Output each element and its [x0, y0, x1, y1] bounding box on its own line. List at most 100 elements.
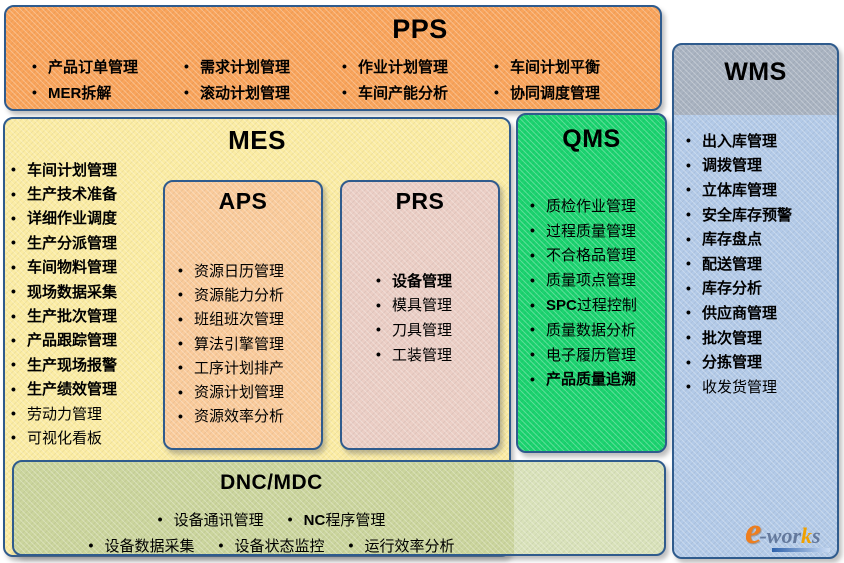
list-item: •过程质量管理 [530, 222, 637, 240]
list-item: •车间计划管理 [11, 161, 118, 179]
list-item: •资源效率分析 [178, 407, 285, 426]
list-item: •SPC过程控制 [530, 296, 637, 315]
list-item: •资源日历管理 [178, 262, 285, 280]
prs-item-list: •设备管理•模具管理•刀具管理•工装管理 [376, 268, 452, 366]
list-item: •运行效率分析 [348, 537, 455, 555]
list-item: •资源计划管理 [178, 383, 285, 402]
bullet-icon: • [686, 329, 691, 346]
list-item: •刀具管理 [376, 321, 453, 339]
bullet-icon: • [686, 181, 691, 198]
bullet-icon: • [530, 222, 535, 239]
bullet-icon: • [11, 258, 16, 275]
qms-title: QMS [562, 125, 621, 153]
mes-item-list: •车间计划管理•生产技术准备•详细作业调度•生产分派管理•车间物料管理•现场数据… [11, 157, 117, 450]
bullet-icon: • [376, 346, 381, 363]
bullet-icon: • [178, 286, 183, 303]
bullet-icon: • [494, 84, 499, 100]
list-item: •配送管理 [686, 255, 763, 273]
mes-title: MES [228, 125, 286, 155]
list-item: •生产绩效管理 [11, 380, 118, 399]
bullet-icon: • [178, 262, 183, 279]
list-item: •收发货管理 [686, 378, 778, 396]
bullet-icon: • [686, 353, 691, 370]
list-item: •NC程序管理 [287, 511, 386, 529]
list-item: •质量项点管理 [530, 271, 637, 290]
dnc-mdc-panel: DNC/MDC •设备通讯管理 •NC程序管理 •设备数据采集•设备状态监控•运行… [12, 460, 666, 556]
bullet-icon: • [11, 209, 16, 226]
bullet-icon: • [287, 511, 293, 527]
bullet-icon: • [686, 255, 691, 272]
list-item: •不合格品管理 [530, 246, 637, 265]
qms-item-list: •质检作业管理 •过程质量管理 •不合格品管理 •质量项点管理 •SPC过程控制 •质量数… [530, 193, 637, 391]
bullet-icon: • [184, 84, 189, 100]
list-item: •车间产能分析 [342, 84, 449, 102]
bullet-icon: • [32, 58, 37, 74]
list-item: •产品质量追溯 [530, 370, 637, 389]
bullet-icon: • [11, 331, 16, 348]
bullet-icon: • [376, 296, 381, 313]
dnc-mdc-title: DNC/MDC [220, 471, 323, 494]
list-item: •设备数据采集 [88, 537, 195, 555]
bullet-icon: • [178, 407, 183, 424]
list-item: •模具管理 [376, 296, 453, 315]
list-item: •库存分析 [686, 279, 763, 298]
list-item: •班组班次管理 [178, 310, 285, 329]
list-item: •MER拆解 [32, 84, 112, 102]
list-item: •可视化看板 [11, 429, 103, 447]
list-item: •算法引擎管理 [178, 335, 285, 353]
bullet-icon: • [494, 58, 499, 74]
list-item: •设备管理 [376, 272, 453, 290]
list-item: •详细作业调度 [11, 209, 118, 228]
bullet-icon: • [11, 380, 16, 397]
bullet-icon: • [530, 296, 535, 313]
bullet-icon: • [530, 246, 535, 263]
bullet-icon: • [342, 84, 347, 100]
list-item: •生产现场报警 [11, 356, 118, 374]
wms-title: WMS [724, 58, 787, 86]
bullet-icon: • [184, 58, 189, 74]
list-item: •安全库存预警 [686, 206, 793, 224]
list-item: •质检作业管理 [530, 197, 637, 215]
aps-title: APS [218, 188, 268, 214]
bullet-icon: • [530, 271, 535, 288]
list-item: •资源能力分析 [178, 286, 285, 304]
bullet-icon: • [376, 272, 381, 289]
bullet-icon: • [530, 346, 535, 363]
list-item: •立体库管理 [686, 181, 778, 199]
list-item: •供应商管理 [686, 304, 778, 322]
list-item: •作业计划管理 [342, 58, 449, 76]
aps-item-list: •资源日历管理 •资源能力分析 •班组班次管理 •算法引擎管理 •工序计划排产 •资源计划… [178, 258, 284, 428]
list-item: •协同调度管理 [494, 84, 601, 102]
bullet-icon: • [157, 511, 163, 527]
wms-panel: WMS •出入库管理•调拨管理•立体库管理•安全库存预警•库存盘点•配送管理•库… [672, 43, 839, 559]
list-item: •电子履历管理 [530, 346, 637, 364]
bullet-icon: • [218, 537, 224, 553]
list-item: •出入库管理 [686, 132, 778, 150]
bullet-icon: • [178, 359, 183, 376]
dnc-item-row-2: •设备数据采集•设备状态监控•运行效率分析 [14, 534, 529, 556]
bullet-icon: • [530, 370, 535, 387]
bullet-icon: • [178, 335, 183, 352]
bullet-icon: • [342, 58, 347, 74]
wms-item-list: •出入库管理•调拨管理•立体库管理•安全库存预警•库存盘点•配送管理•库存分析•… [686, 128, 792, 399]
list-item: •滚动计划管理 [184, 84, 291, 102]
bullet-icon: • [686, 206, 691, 223]
list-item: •车间物料管理 [11, 258, 118, 277]
list-item: •设备通讯管理 [157, 511, 264, 529]
dnc-item-row-1: •设备通讯管理 •NC程序管理 [14, 508, 529, 530]
list-item: •工序计划排产 [178, 359, 285, 377]
bullet-icon: • [88, 537, 94, 553]
list-item: •批次管理 [686, 329, 763, 347]
qms-panel: QMS •质检作业管理 •过程质量管理 •不合格品管理 •质量项点管理 •SPC过程控制… [516, 113, 667, 453]
bullet-icon: • [178, 383, 183, 400]
list-item: •生产技术准备 [11, 185, 118, 204]
bullet-icon: • [178, 310, 183, 327]
bullet-icon: • [11, 356, 16, 373]
bullet-icon: • [686, 156, 691, 173]
bullet-icon: • [11, 405, 16, 422]
list-item: •质量数据分析 [530, 321, 637, 339]
bullet-icon: • [11, 307, 16, 324]
bullet-icon: • [348, 537, 354, 553]
bullet-icon: • [11, 429, 16, 446]
